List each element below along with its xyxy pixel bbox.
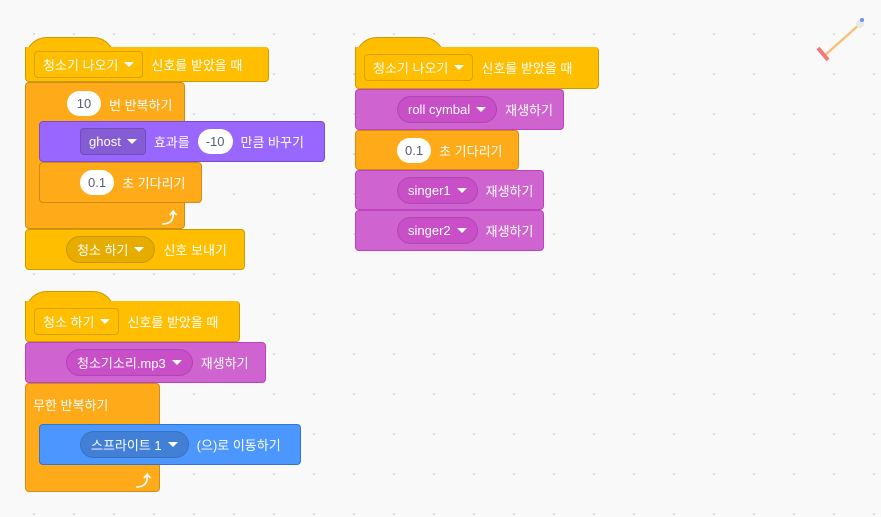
- repeat-count-input[interactable]: 10: [67, 91, 101, 116]
- effect-value-input[interactable]: -10: [197, 129, 233, 154]
- dropdown-label: singer1: [408, 182, 451, 198]
- block-label: 번 반복하기: [109, 98, 173, 113]
- dropdown-arrow-icon: [456, 228, 467, 233]
- message-dropdown[interactable]: 청소 하기: [34, 307, 120, 335]
- wait-seconds-input[interactable]: 0.1: [397, 137, 432, 163]
- dropdown-label: singer2: [408, 223, 451, 238]
- target-dropdown[interactable]: 스프라이트 1: [80, 431, 189, 458]
- block-label: 효과를: [153, 135, 190, 150]
- dropdown-arrow-icon: [126, 139, 137, 144]
- vacuum-cleaner-icon: [816, 18, 864, 62]
- loop-arrow-icon: ⤴: [136, 473, 152, 490]
- dropdown-label: 청소기 나오기: [373, 61, 449, 76]
- play-sound-block[interactable]: roll cymbal 재생하기: [355, 89, 564, 130]
- wait-block[interactable]: 0.1 초 기다리기: [39, 162, 202, 203]
- go-to-block[interactable]: 스프라이트 1 (으)로 이동하기: [39, 424, 301, 465]
- block-label: 신호를 받았을 때: [127, 314, 219, 330]
- block-label: (으)로 이동하기: [196, 438, 281, 453]
- dropdown-label: 청소 하기: [77, 243, 129, 258]
- change-effect-block[interactable]: ghost 효과를 -10 만큼 바꾸기: [39, 121, 325, 162]
- message-dropdown[interactable]: 청소기 나오기: [364, 54, 474, 81]
- dropdown-arrow-icon: [171, 360, 182, 365]
- effect-dropdown[interactable]: ghost: [80, 128, 146, 155]
- when-receive-block[interactable]: 청소기 나오기 신호를 받았을 때: [25, 47, 269, 82]
- wait-seconds-input[interactable]: 0.1: [80, 170, 115, 195]
- dropdown-arrow-icon: [454, 65, 465, 70]
- block-label: 재생하기: [485, 183, 534, 199]
- block-label: 초 기다리기: [439, 143, 503, 159]
- dropdown-label: 청소기 나오기: [43, 57, 119, 73]
- block-label: 재생하기: [200, 356, 249, 371]
- sound-dropdown[interactable]: 청소기소리.mp3: [66, 349, 193, 376]
- wait-block[interactable]: 0.1 초 기다리기: [355, 130, 519, 170]
- dropdown-label: 스프라이트 1: [91, 438, 162, 453]
- play-sound-block[interactable]: singer2 재생하기: [355, 210, 544, 251]
- dropdown-label: 청소기소리.mp3: [77, 356, 166, 371]
- sound-dropdown[interactable]: roll cymbal: [397, 96, 498, 123]
- play-sound-block[interactable]: 청소기소리.mp3 재생하기: [25, 342, 266, 383]
- broadcast-block[interactable]: 청소 하기 신호 보내기: [25, 229, 245, 270]
- dropdown-arrow-icon: [124, 61, 135, 67]
- block-label: 재생하기: [485, 224, 534, 239]
- dropdown-arrow-icon: [134, 247, 145, 252]
- sound-dropdown[interactable]: singer1: [397, 176, 478, 204]
- block-label: 신호 보내기: [163, 243, 227, 258]
- broadcast-dropdown[interactable]: 청소 하기: [66, 236, 156, 263]
- dropdown-label: roll cymbal: [408, 102, 471, 117]
- block-label: 신호를 받았을 때: [481, 61, 573, 76]
- dropdown-arrow-icon: [100, 318, 111, 324]
- block-label: 신호를 받았을 때: [151, 57, 243, 73]
- loop-arrow-icon: ⤴: [162, 210, 178, 227]
- play-sound-block[interactable]: singer1 재생하기: [355, 170, 544, 210]
- block-label: 만큼 바꾸기: [240, 135, 304, 150]
- dropdown-arrow-icon: [456, 187, 467, 193]
- sound-dropdown[interactable]: singer2: [397, 217, 478, 244]
- dropdown-arrow-icon: [476, 107, 487, 112]
- when-receive-block[interactable]: 청소기 나오기 신호를 받았을 때: [355, 47, 599, 89]
- message-dropdown[interactable]: 청소기 나오기: [34, 50, 144, 78]
- dropdown-arrow-icon: [167, 442, 178, 447]
- block-label: 무한 반복하기: [33, 398, 109, 413]
- block-label: 재생하기: [505, 103, 553, 118]
- dropdown-label: ghost: [89, 134, 121, 149]
- dropdown-label: 청소 하기: [43, 314, 95, 330]
- block-label: 초 기다리기: [122, 176, 186, 191]
- when-receive-block[interactable]: 청소 하기 신호를 받았을 때: [25, 301, 240, 342]
